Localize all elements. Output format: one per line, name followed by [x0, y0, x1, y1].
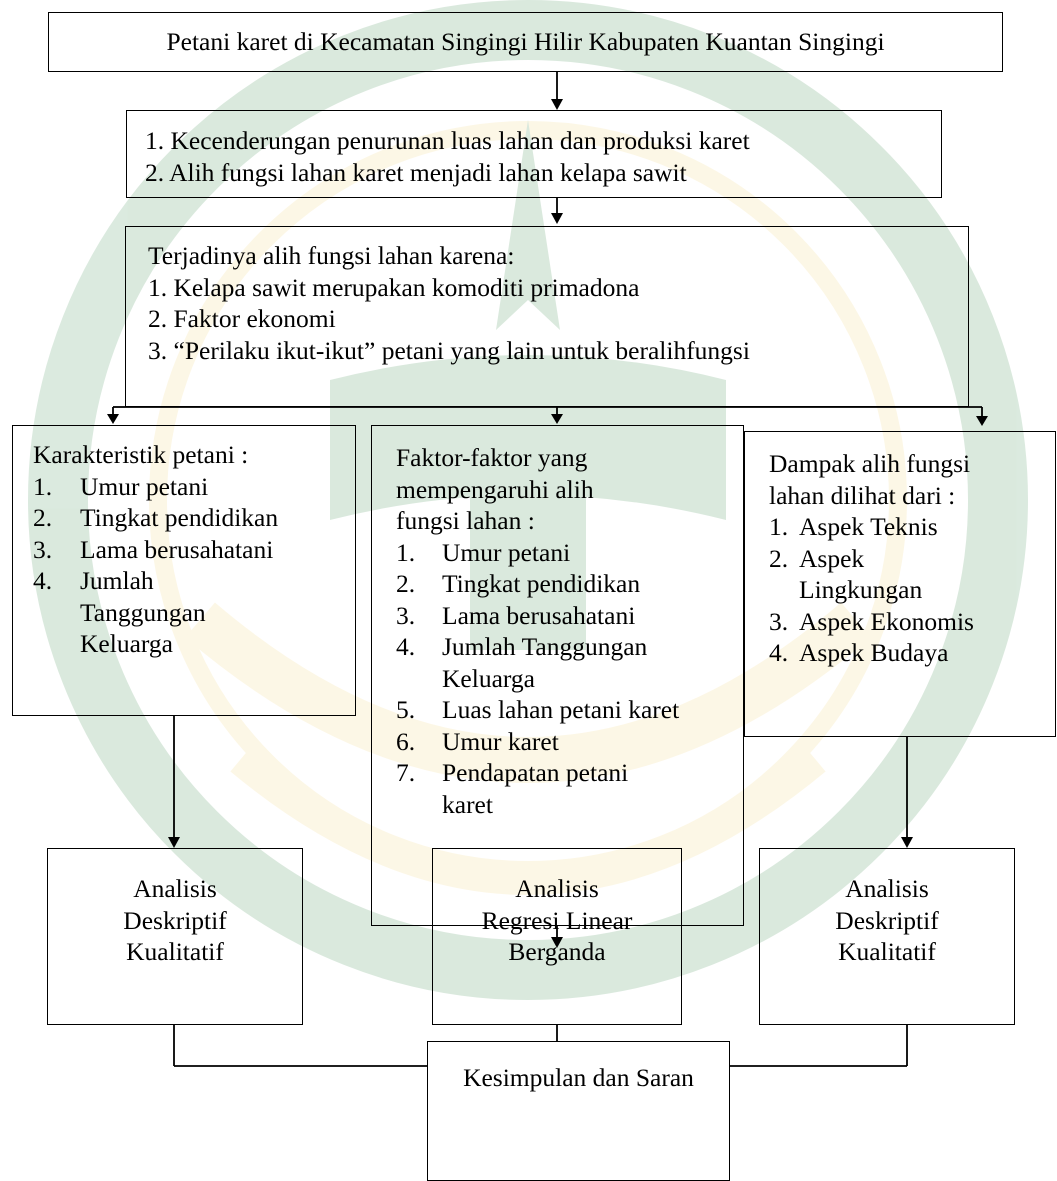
list-item: 1.Umur petani [396, 537, 571, 567]
problem-box: 1. Kecenderungan penurunan luas lahan da… [126, 110, 942, 198]
list-item: 3.Lama berusahatani [33, 534, 274, 564]
reason-heading: Terjadinya alih fungsi lahan karena: [148, 241, 515, 270]
list-item: 3.Lama berusahatani [396, 600, 636, 630]
list-item: 4.Jumlah Tanggungan Keluarga [396, 632, 648, 693]
analysis-left-line-3: Kualitatif [126, 937, 224, 966]
characteristics-box: Karakteristik petani : 1.Umur petani 2.T… [12, 425, 356, 716]
analysis-right-box: Analisis Deskriptif Kualitatif [759, 848, 1015, 1025]
analysis-left-box: Analisis Deskriptif Kualitatif [47, 848, 303, 1025]
farmer-text: Petani karet di Kecamatan Singingi Hilir… [166, 27, 885, 56]
problem-item-2: 2. Alih fungsi lahan karet menjadi lahan… [145, 157, 687, 187]
analysis-middle-line-1: Analisis [515, 874, 599, 903]
list-item: 1.Aspek Teknis [769, 512, 938, 541]
reason-box: Terjadinya alih fungsi lahan karena: 1. … [125, 226, 969, 407]
list-item: 2.Tingkat pendidikan [33, 503, 279, 532]
list-item: 3.Aspek Ekonomis [769, 606, 974, 636]
problem-item-1: 1. Kecenderungan penurunan luas lahan da… [145, 126, 750, 155]
list-item: 4.Jumlah Tanggungan Keluarga [33, 566, 206, 658]
farmer-box: Petani karet di Kecamatan Singingi Hilir… [48, 12, 1003, 72]
list-item: 2.Tingkat pendidikan [396, 569, 641, 598]
analysis-right-line-2: Deskriptif [835, 905, 939, 935]
analysis-right-line-3: Kualitatif [838, 937, 936, 966]
characteristics-heading: Karakteristik petani : [33, 440, 249, 469]
list-item: 4.Aspek Budaya [769, 638, 949, 667]
analysis-middle-line-3: Berganda [508, 937, 606, 966]
analysis-left-line-2: Deskriptif [123, 905, 227, 935]
conclusion-text: Kesimpulan dan Saran [463, 1063, 694, 1092]
impact-box: Dampak alih fungsi lahan dilihat dari : … [744, 431, 1056, 737]
analysis-left-line-1: Analisis [133, 874, 217, 903]
reason-item-2: 2. Faktor ekonomi [148, 304, 336, 333]
list-item: 5.Luas lahan petani karet [396, 695, 680, 724]
factors-heading-1: Faktor-faktor yang [396, 443, 588, 472]
reason-item-1: 1. Kelapa sawit merupakan komoditi prima… [148, 272, 640, 302]
analysis-right-line-1: Analisis [845, 874, 929, 903]
factors-heading-3: fungsi lahan : [396, 506, 535, 535]
list-item: 2.Aspek Lingkungan [769, 543, 923, 605]
factors-heading-2: mempengaruhi alih [396, 474, 594, 504]
analysis-middle-line-2: Regresi Linear [481, 905, 633, 935]
conclusion-box: Kesimpulan dan Saran [427, 1041, 730, 1181]
analysis-middle-box: Analisis Regresi Linear Berganda [432, 848, 682, 1025]
list-item: 6.Umur karet [396, 726, 559, 756]
impact-heading-2: lahan dilihat dari : [769, 480, 956, 510]
reason-item-3: 3. “Perilaku ikut-ikut” petani yang lain… [148, 335, 750, 365]
list-item: 7.Pendapatan petani karet [396, 758, 629, 819]
list-item: 1.Umur petani [33, 471, 209, 501]
impact-heading-1: Dampak alih fungsi [769, 449, 971, 478]
factors-box: Faktor-faktor yang mempengaruhi alih fun… [371, 425, 744, 926]
